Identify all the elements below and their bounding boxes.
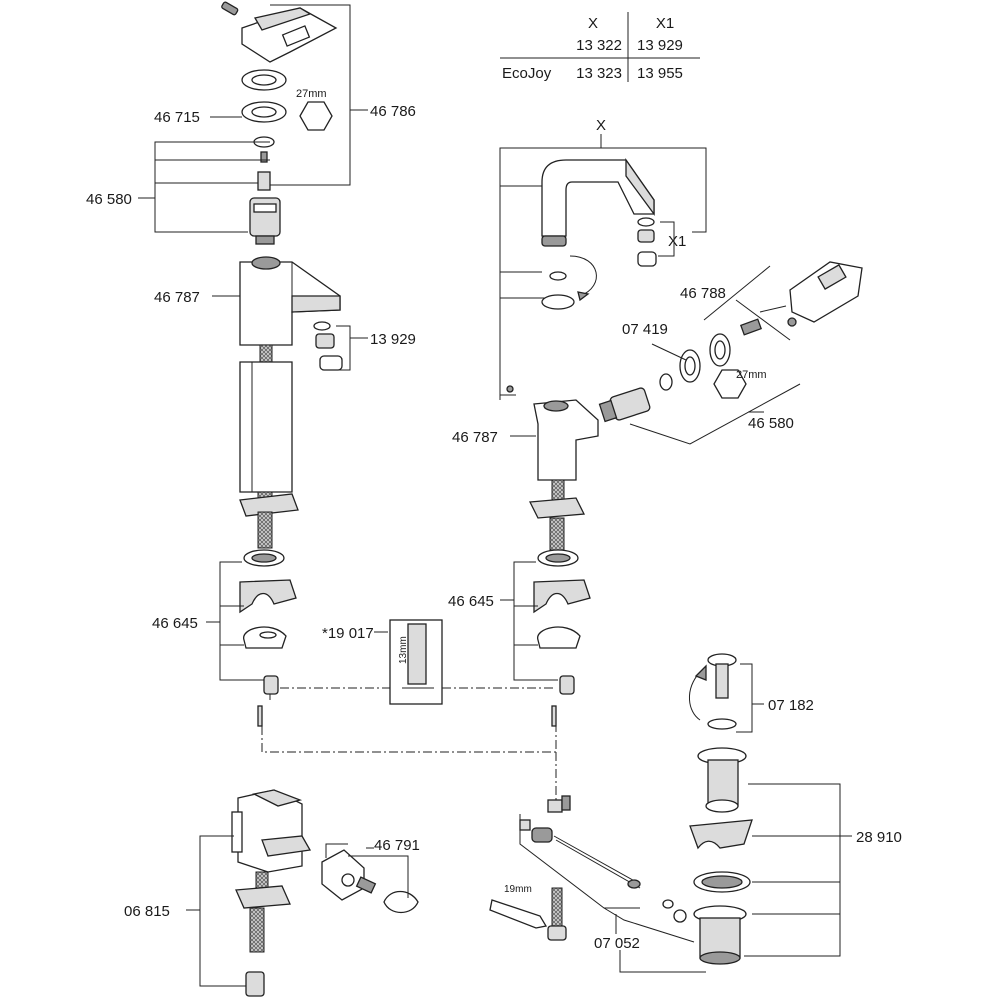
- hex-size-symbol-right: 27mm: [713, 369, 767, 399]
- label-46786: 46 786: [370, 103, 416, 120]
- label-46645-left: 46 645: [152, 615, 198, 632]
- label-06815: 06 815: [124, 903, 170, 920]
- variant-table: X X1 13 322 13 929 EcoJoy 13 323 13 955: [500, 12, 700, 82]
- table-row2-label: EcoJoy: [502, 65, 552, 82]
- spout: [541, 157, 655, 247]
- hex-size-left: 27mm: [296, 88, 327, 100]
- label-13929: 13 929: [370, 331, 416, 348]
- mixer-body-right: [506, 385, 599, 481]
- label-46580-right: 46 580: [748, 415, 794, 432]
- table-row2-x: 13 323: [576, 65, 622, 82]
- table-row1-x1: 13 929: [637, 37, 683, 54]
- hex-size-symbol-left: 27mm: [296, 88, 333, 131]
- label-x-top: X: [596, 117, 606, 134]
- label-46645-right: 46 645: [448, 593, 494, 610]
- label-46791: 46 791: [374, 837, 420, 854]
- label-46715: 46 715: [154, 109, 200, 126]
- label-46580-left: 46 580: [86, 191, 132, 208]
- label-46788: 46 788: [680, 285, 726, 302]
- bidet-mixer-assembly: 46 791 06 815: [124, 789, 420, 997]
- label-28910: 28 910: [856, 829, 902, 846]
- tool-19017: 13mm *19 017: [280, 619, 556, 705]
- lever-handle-right: [787, 261, 863, 327]
- label-07052: 07 052: [594, 935, 640, 952]
- aerator-left: [313, 321, 343, 371]
- tool-dimension-13mm: 13mm: [398, 636, 409, 664]
- table-row2-x1: 13 955: [637, 65, 683, 82]
- mixer-body-left: [239, 256, 341, 346]
- hex-size-right: 27mm: [736, 369, 767, 381]
- label-x1: X1: [668, 233, 686, 250]
- lever-handle: [241, 7, 338, 63]
- left-mixer-assembly: 27mm 46 715 46 786 46 580 46 787: [86, 1, 416, 727]
- label-46787-left: 46 787: [154, 289, 200, 306]
- extension-column-left: [239, 361, 293, 493]
- waste-assembly: 07 182 28 910 07 052: [489, 653, 902, 973]
- label-07182: 07 182: [768, 697, 814, 714]
- grub-screw: [221, 1, 239, 16]
- cartridge-left: [249, 197, 281, 245]
- bidet-body: [231, 789, 312, 873]
- right-mixer-assembly: X X1 46 787: [448, 117, 863, 727]
- wrench-19mm: 19mm: [489, 884, 548, 929]
- table-row1-x: 13 322: [576, 37, 622, 54]
- label-19017: *19 017: [322, 625, 374, 642]
- table-header-x: X: [588, 15, 598, 32]
- table-header-x1: X1: [656, 15, 674, 32]
- wrench-dimension-19mm: 19mm: [504, 884, 532, 895]
- label-07419: 07 419: [622, 321, 668, 338]
- label-46787-right: 46 787: [452, 429, 498, 446]
- cartridge-right: [598, 387, 651, 423]
